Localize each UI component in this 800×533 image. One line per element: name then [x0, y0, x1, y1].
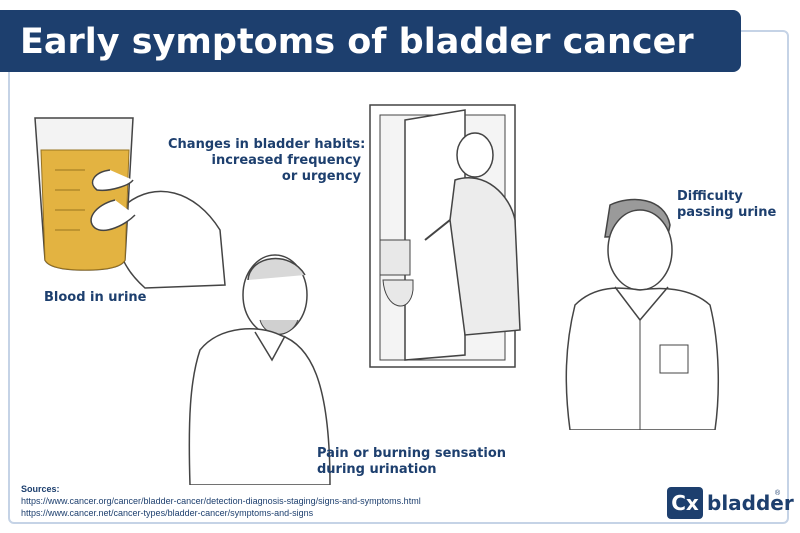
symptom-habits-label: Changes in bladder habits: increased fre…	[168, 137, 366, 184]
symptom-difficulty-label: Difficulty passing urine	[677, 189, 777, 220]
registered-mark: ®	[775, 490, 781, 497]
man-pain-illustration	[188, 254, 331, 485]
bathroom-door-illustration	[369, 104, 521, 368]
symptom-pain-label: Pain or burning sensation during urinati…	[317, 446, 507, 477]
page-title: Early symptoms of bladder cancer	[20, 22, 694, 62]
man-difficulty-illustration	[565, 198, 720, 430]
logo-mark: Cx	[667, 487, 703, 519]
logo-text: bladder	[707, 491, 794, 515]
symptom-blood-label: Blood in urine	[44, 290, 147, 305]
beaker-illustration	[34, 117, 226, 289]
source-link[interactable]: https://www.cancer.net/cancer-types/blad…	[21, 508, 314, 518]
sources-heading: Sources:	[21, 484, 60, 494]
title-banner: Early symptoms of bladder cancer	[0, 10, 741, 72]
source-link[interactable]: https://www.cancer.org/cancer/bladder-ca…	[21, 496, 421, 506]
sources-block: Sources: https://www.cancer.org/cancer/b…	[21, 483, 421, 519]
